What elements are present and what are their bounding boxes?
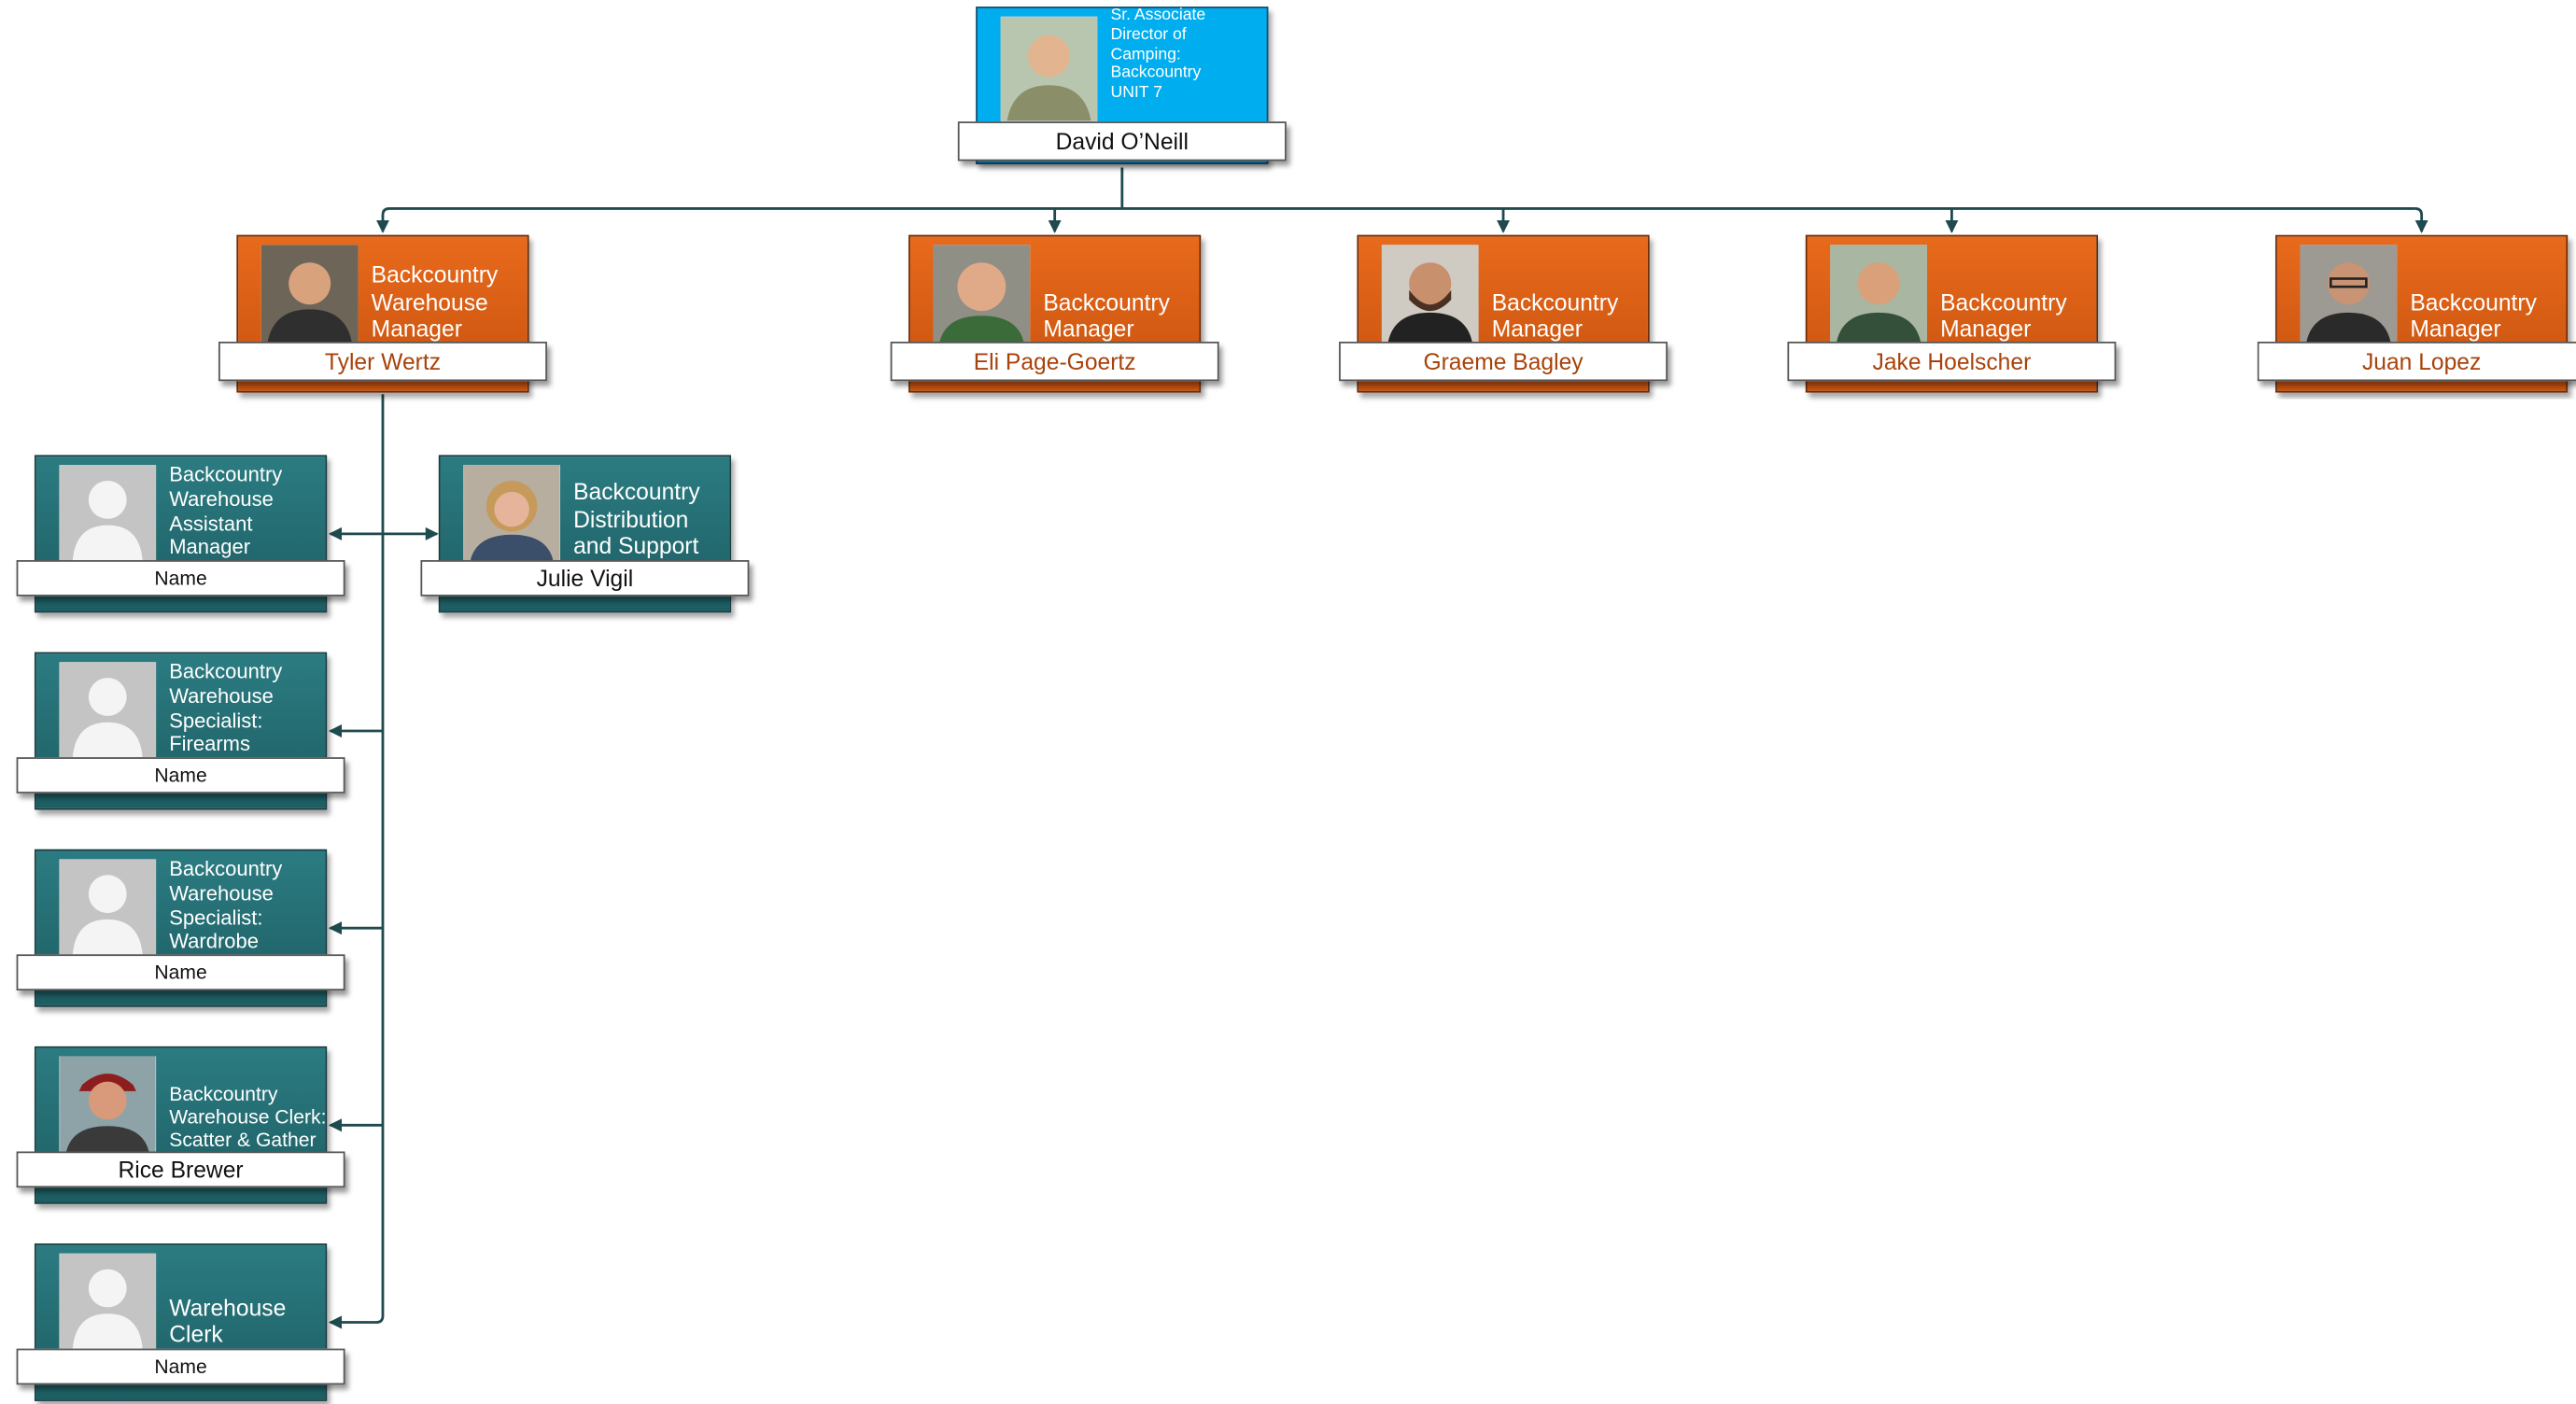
person-photo-icon bbox=[2300, 245, 2398, 342]
manager-title: Backcountry Manager bbox=[1043, 288, 1170, 343]
director-title: Sr. Associate Director of Camping: Backc… bbox=[1110, 7, 1206, 103]
staff-title: Backcountry Warehouse Clerk: Scatter & G… bbox=[169, 1081, 327, 1152]
assistant-title: Backcountry Distribution and Support bbox=[573, 478, 700, 560]
manager-title: Backcountry Manager bbox=[1940, 288, 2067, 343]
staff-name: Name bbox=[16, 757, 345, 793]
staff-title: Backcountry Warehouse Specialist: Firear… bbox=[169, 660, 283, 756]
staff-name: Name bbox=[16, 954, 345, 991]
staff-node-clerk-scatter-gather[interactable]: Backcountry Warehouse Clerk: Scatter & G… bbox=[16, 1046, 348, 1211]
manager-title: Backcountry Manager bbox=[1491, 288, 1619, 343]
placeholder-avatar-icon bbox=[59, 662, 157, 758]
staff-node-assistant-manager[interactable]: Backcountry Warehouse Assistant Manager … bbox=[16, 455, 348, 619]
staff-node-warehouse-clerk[interactable]: Warehouse Clerk Name bbox=[16, 1243, 348, 1404]
person-photo-icon bbox=[933, 245, 1031, 342]
placeholder-avatar-icon bbox=[59, 464, 157, 561]
manager-title: Backcountry Warehouse Manager bbox=[371, 261, 499, 343]
staff-node-specialist-firearms[interactable]: Backcountry Warehouse Specialist: Firear… bbox=[16, 652, 348, 817]
staff-title: Backcountry Warehouse Assistant Manager bbox=[169, 463, 283, 559]
manager-node-tyler-wertz[interactable]: Backcountry Warehouse Manager Tyler Wert… bbox=[218, 234, 550, 400]
director-node[interactable]: Sr. Associate Director of Camping: Backc… bbox=[957, 7, 1289, 171]
staff-node-specialist-wardrobe[interactable]: Backcountry Warehouse Specialist: Wardro… bbox=[16, 849, 348, 1014]
manager-name: Tyler Wertz bbox=[218, 341, 547, 382]
staff-title: Warehouse Clerk bbox=[169, 1294, 287, 1348]
manager-node-graeme-bagley[interactable]: Backcountry Manager Graeme Bagley bbox=[1339, 234, 1670, 400]
manager-node-juan-lopez[interactable]: Backcountry Manager Juan Lopez bbox=[2257, 234, 2576, 400]
assistant-name: Julie Vigil bbox=[420, 560, 750, 597]
placeholder-avatar-icon bbox=[59, 859, 157, 955]
director-name: David O’Neill bbox=[957, 121, 1287, 161]
manager-name: Eli Page-Goertz bbox=[890, 341, 1219, 382]
person-photo-icon bbox=[463, 464, 561, 561]
manager-name: Jake Hoelscher bbox=[1787, 341, 2117, 382]
manager-node-eli-page-goertz[interactable]: Backcountry Manager Eli Page-Goertz bbox=[890, 234, 1222, 400]
person-photo-icon bbox=[1830, 245, 1928, 342]
staff-title: Backcountry Warehouse Specialist: Wardro… bbox=[169, 857, 283, 954]
person-photo-icon bbox=[260, 245, 359, 342]
person-photo-icon bbox=[1381, 245, 1479, 342]
manager-name: Juan Lopez bbox=[2257, 341, 2576, 382]
placeholder-avatar-icon bbox=[59, 1253, 157, 1349]
staff-name: Rice Brewer bbox=[16, 1151, 345, 1188]
manager-node-jake-hoelscher[interactable]: Backcountry Manager Jake Hoelscher bbox=[1787, 234, 2119, 400]
manager-name: Graeme Bagley bbox=[1339, 341, 1668, 382]
person-photo-icon bbox=[1000, 16, 1098, 122]
person-photo-icon bbox=[59, 1056, 157, 1152]
staff-name: Name bbox=[16, 1348, 345, 1385]
staff-name: Name bbox=[16, 560, 345, 597]
manager-title: Backcountry Manager bbox=[2410, 288, 2537, 343]
assistant-node-distribution-support[interactable]: Backcountry Distribution and Support Jul… bbox=[420, 455, 752, 619]
